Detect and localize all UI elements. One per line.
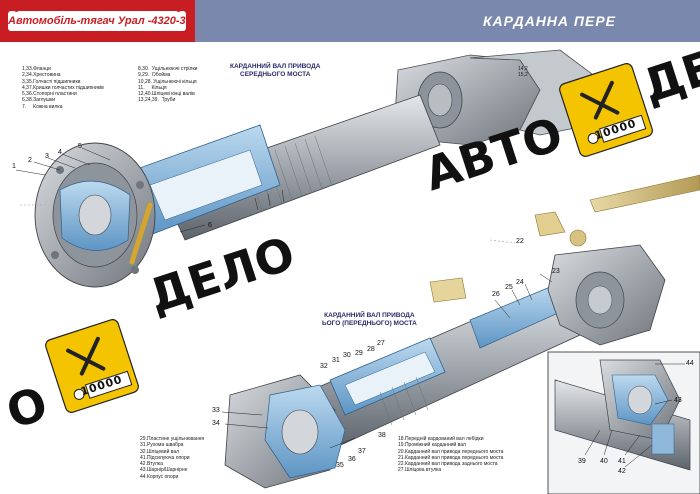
callout-4: 4 (58, 149, 62, 156)
callout-44: 44 (686, 360, 694, 367)
section-title: КАРДАННА ПЕРЕ (482, 13, 616, 29)
callout-40: 40 (600, 458, 608, 465)
legend-top-right: 14,2 15,2 (518, 66, 528, 79)
legend-bottom-right: 18.Передній кардований вал лебідки 19.Пр… (398, 436, 504, 474)
brass-block (429, 277, 467, 303)
page-band (0, 42, 700, 48)
rear-driveshaft (221, 244, 666, 489)
callout-39: 39 (578, 458, 586, 465)
bullet-dot-right (176, 7, 181, 12)
brass-bar-1 (589, 174, 700, 213)
callout-32: 32 (320, 363, 328, 370)
bullet-dot-left (14, 7, 19, 12)
watermark-badge-bottom (45, 319, 139, 413)
callout-41: 41 (618, 458, 626, 465)
callout-2: 2 (28, 157, 32, 164)
callout-3: 3 (45, 153, 49, 160)
callout-1: 1 (12, 163, 16, 170)
callout-38: 38 (378, 432, 386, 439)
brass-part (534, 211, 566, 237)
callout-35: 35 (336, 462, 344, 469)
callout-23: 23 (552, 268, 560, 275)
front-driveshaft (15, 94, 441, 288)
callout-36: 36 (348, 456, 356, 463)
callout-26: 26 (492, 291, 500, 298)
legend-bottom-left: 29.Пластине ущільнювання 31.Рухома швабр… (140, 436, 205, 480)
callout-37: 37 (358, 448, 366, 455)
callout-30: 30 (343, 352, 351, 359)
callout-43: 43 (674, 397, 682, 404)
header-title-bar: Автомобіль-тягач Урал -4320-31 (0, 0, 195, 42)
callout-29: 29 (355, 350, 363, 357)
callout-31: 31 (332, 357, 340, 364)
legend-front-right: 8,30. Ущільнюючі стрілки 9,29. Обойма 10… (138, 66, 198, 104)
callout-27: 27 (377, 340, 385, 347)
caption-rear-shaft: КАРДАННИЙ ВАЛ ПРИВОДА ЬОГО (ПЕРЕДНЬОГО) … (322, 312, 417, 327)
brass-cap (569, 229, 587, 247)
callout-24: 24 (516, 279, 524, 286)
watermark-badge-top (559, 63, 653, 157)
callout-28: 28 (367, 346, 375, 353)
callout-6: 6 (208, 222, 212, 229)
intermediate-support-inset (547, 351, 700, 494)
callout-42: 42 (618, 468, 626, 475)
callout-25: 25 (505, 284, 513, 291)
caption-front-shaft: КАРДАННИЙ ВАЛ ПРИВОДА СЕРЕДНЬОГО МОСТА (230, 63, 321, 78)
callout-5: 5 (78, 143, 82, 150)
callout-34: 34 (212, 420, 220, 427)
legend-front-left: 1,33.Фланци 2,34.Хрестовина 3,35.Голчаст… (22, 66, 104, 110)
callout-22: 22 (516, 238, 524, 245)
callout-33: 33 (212, 407, 220, 414)
section-title-bar: КАРДАННА ПЕРЕ (195, 0, 700, 42)
vehicle-title: Автомобіль-тягач Урал -4320-31 (8, 11, 192, 31)
guide-line-22 (489, 239, 516, 244)
